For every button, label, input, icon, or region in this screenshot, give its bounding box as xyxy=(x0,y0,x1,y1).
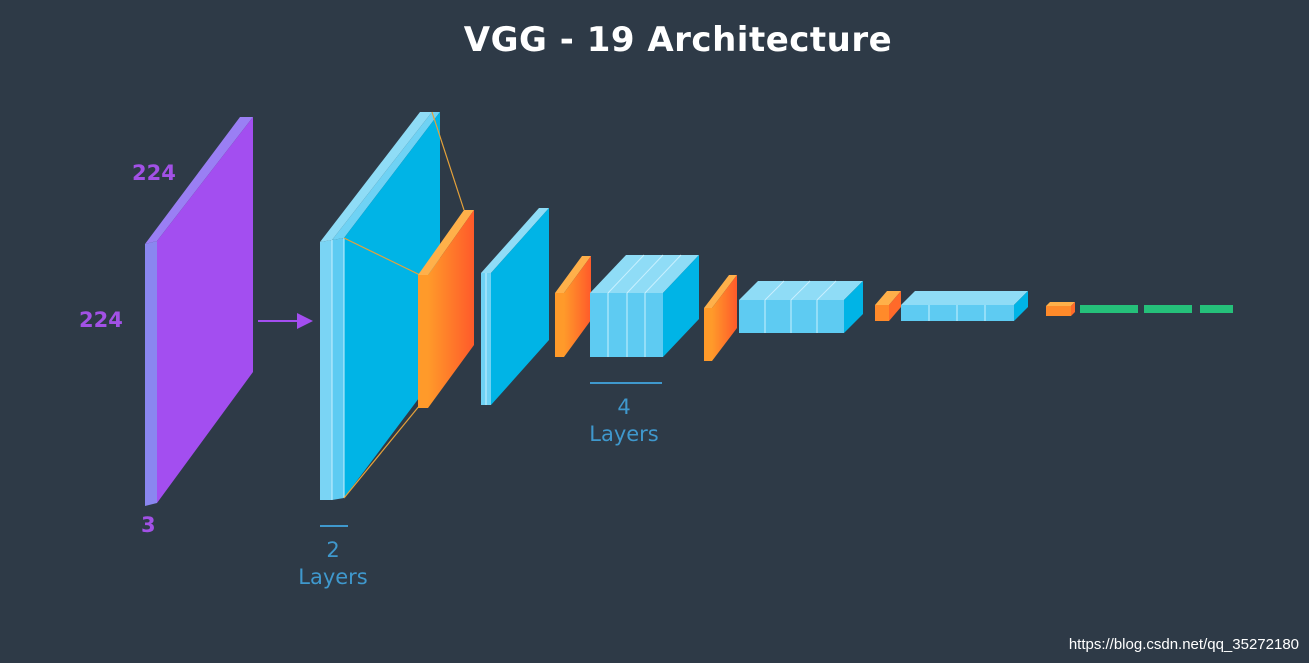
group-1-count: 2 xyxy=(326,538,340,562)
fc-layer-1 xyxy=(1080,305,1138,313)
pool-layer-5 xyxy=(1046,302,1075,316)
input-depth-label: 3 xyxy=(141,513,156,537)
input-width-label: 224 xyxy=(79,308,123,332)
conv-block-3 xyxy=(590,254,699,357)
group-1-unit: Layers xyxy=(298,565,368,589)
group-1-label: 2 Layers xyxy=(293,537,373,591)
conv-block-2 xyxy=(481,208,549,405)
group-2-unit: Layers xyxy=(589,422,659,446)
input-height-label: 224 xyxy=(132,161,176,185)
pool-layer-3 xyxy=(704,275,737,361)
conv-block-5 xyxy=(901,291,1028,321)
pool-layer-1 xyxy=(418,210,474,408)
input-image xyxy=(145,117,253,506)
pool-layer-2 xyxy=(555,256,591,357)
pool-layer-4 xyxy=(875,291,901,321)
fc-layer-2 xyxy=(1144,305,1192,313)
group-2-label: 4 Layers xyxy=(584,394,664,448)
group-2-count: 4 xyxy=(617,395,631,419)
fully-connected-layers xyxy=(1080,305,1233,313)
source-watermark: https://blog.csdn.net/qq_35272180 xyxy=(1068,636,1299,653)
conv-block-1 xyxy=(320,112,440,500)
diagram-title: VGG - 19 Architecture xyxy=(463,20,893,60)
fc-layer-3 xyxy=(1200,305,1233,313)
pool-projection-lines xyxy=(343,111,465,499)
conv-block-4 xyxy=(739,280,863,333)
